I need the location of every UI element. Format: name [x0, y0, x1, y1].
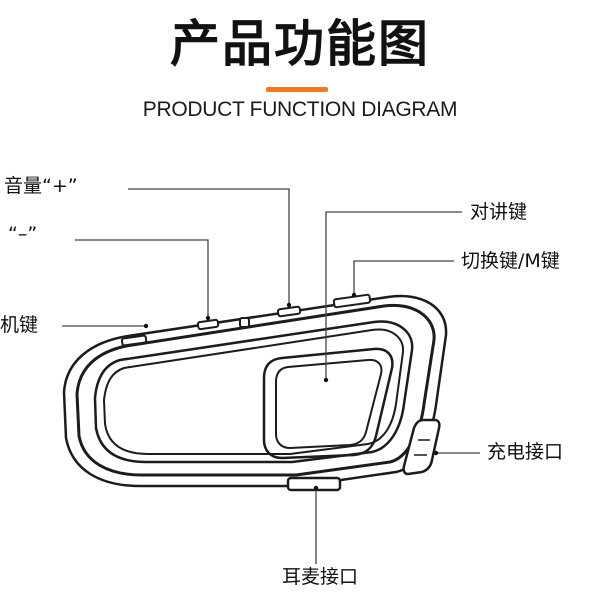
label-volume-up: 音量“+” — [4, 175, 78, 197]
dot-charging-port — [433, 450, 439, 456]
page-title: 产品功能图 — [170, 15, 430, 73]
leader-dots — [143, 292, 439, 491]
charging-port-slot — [414, 439, 430, 456]
switch-mode-button — [332, 293, 372, 309]
label-intercom: 对讲键 — [470, 201, 528, 223]
leader-volume-up — [128, 188, 290, 305]
volume-down-button — [196, 318, 220, 331]
leader-volume-down — [75, 239, 209, 318]
volume-up-button — [276, 305, 302, 318]
label-earphone-port: 耳麦接口 — [282, 566, 359, 588]
page-subtitle: PRODUCT FUNCTION DIAGRAM — [142, 98, 458, 121]
leader-intercom — [325, 211, 462, 380]
device-inner-face — [103, 328, 405, 455]
intercom-button-outer — [262, 347, 394, 460]
dot-volume-up — [286, 302, 292, 308]
charging-port-cover — [402, 418, 441, 476]
intercom-button — [275, 358, 383, 449]
title-accent-bar — [266, 87, 328, 92]
earphone-port-tab — [286, 476, 342, 492]
label-volume-down: “–” — [8, 223, 38, 245]
leader-lines — [62, 188, 480, 564]
label-switch-mode: 切换键/M键 — [461, 250, 560, 272]
led-indicator — [239, 317, 250, 328]
intercom-device — [62, 293, 448, 492]
dot-power — [143, 323, 149, 329]
label-charging-port: 充电接口 — [487, 441, 564, 463]
dot-volume-down — [205, 315, 211, 321]
power-button — [120, 334, 148, 347]
dot-earphone-port — [313, 485, 319, 491]
label-power: 机键 — [0, 314, 39, 336]
dot-switch-mode — [351, 292, 357, 298]
device-body-ring — [75, 303, 436, 477]
dot-intercom — [323, 377, 329, 383]
leader-switch-mode — [353, 260, 454, 295]
